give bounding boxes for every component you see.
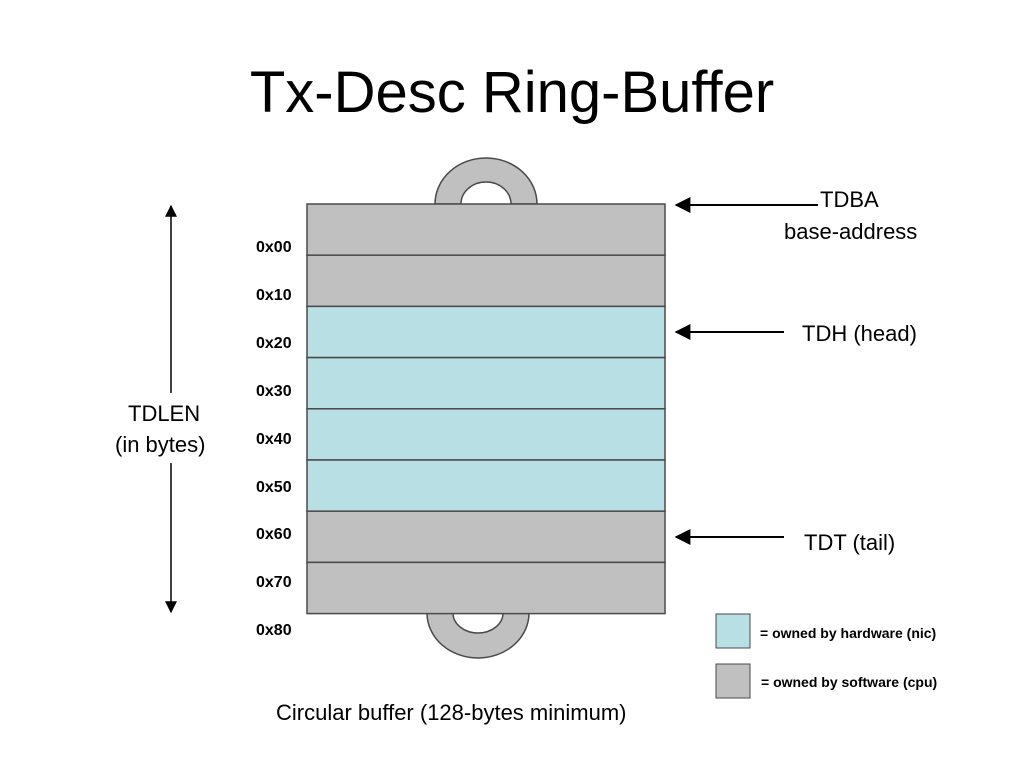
bottom-wrap-loop	[426, 612, 530, 659]
address-label: 0x80	[256, 622, 292, 640]
tdlen-label: TDLEN	[128, 401, 201, 426]
descriptor-slot-hardware	[306, 356, 666, 410]
address-label: 0x40	[256, 430, 292, 448]
address-label: 0x30	[256, 382, 292, 400]
descriptor-slot-software	[306, 561, 666, 615]
tdlen-units-label: (in bytes)	[115, 432, 206, 457]
address-label: 0x20	[256, 334, 292, 352]
descriptor-slot-hardware	[306, 459, 666, 512]
descriptor-slot-software	[306, 510, 666, 564]
tdba-label: TDBA	[820, 187, 879, 212]
page-title: Tx-Desc Ring-Buffer	[249, 60, 775, 125]
address-label: 0x10	[256, 286, 292, 304]
tdba-base-address-label: base-address	[784, 219, 918, 244]
address-label: 0x50	[256, 478, 292, 496]
address-label: 0x70	[256, 574, 292, 592]
descriptor-slot-hardware	[306, 408, 666, 461]
legend-hardware-text: = owned by hardware (nic)	[760, 625, 937, 641]
descriptor-slot-software	[306, 203, 666, 256]
descriptor-slot-hardware	[306, 305, 666, 359]
address-label: 0x00	[256, 239, 292, 256]
address-label: 0x60	[256, 526, 292, 544]
legend-software-swatch	[715, 663, 751, 699]
descriptor-slot-software	[306, 254, 666, 308]
legend-hardware-swatch	[715, 613, 751, 649]
caption: Circular buffer (128-bytes minimum)	[276, 700, 627, 725]
legend-software-text: = owned by software (cpu)	[761, 674, 938, 690]
tdh-label: TDH (head)	[802, 321, 917, 346]
top-wrap-loop	[434, 157, 538, 205]
descriptor-slots	[306, 203, 666, 615]
tdt-label: TDT (tail)	[804, 530, 896, 555]
